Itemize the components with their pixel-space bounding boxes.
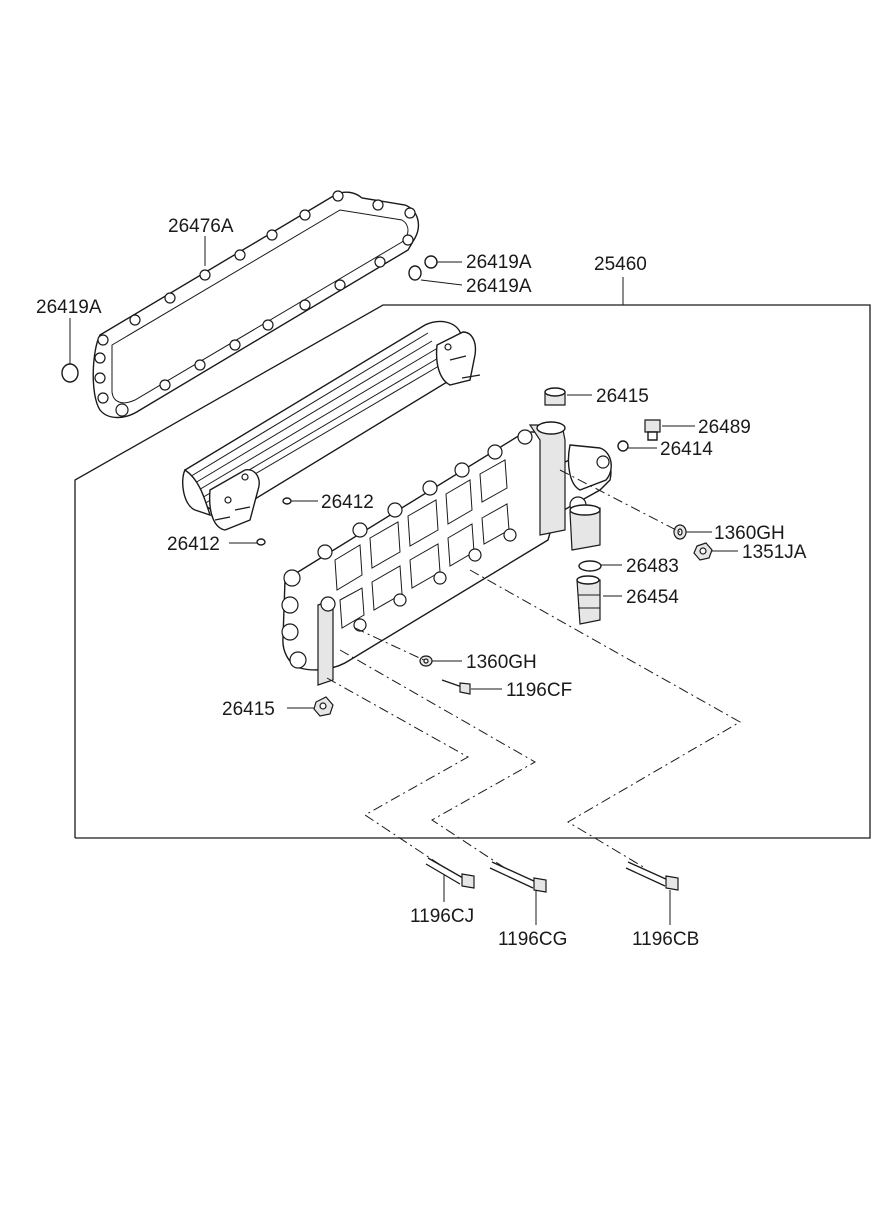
bolt-cg[interactable] xyxy=(489,861,547,893)
plug-bottom[interactable] xyxy=(313,696,334,717)
sleeve-upper[interactable] xyxy=(569,504,601,551)
label-oring-sleeve[interactable]: 26483 xyxy=(626,556,679,577)
label-oring-top-2[interactable]: 26419A xyxy=(466,276,532,297)
oring-fitting[interactable] xyxy=(617,440,629,452)
oring-sleeve[interactable] xyxy=(578,560,602,572)
assembly-frame xyxy=(74,277,871,839)
oring-top-1[interactable] xyxy=(424,255,438,269)
fitting[interactable] xyxy=(644,419,661,441)
label-plug-top[interactable]: 26415 xyxy=(596,386,649,407)
label-nut-right[interactable]: 1351JA xyxy=(742,542,807,563)
nut-right[interactable] xyxy=(693,542,713,561)
gasket[interactable] xyxy=(92,190,420,419)
label-plug-bottom[interactable]: 26415 xyxy=(222,699,275,720)
plug-top[interactable] xyxy=(544,387,566,406)
label-washer-center[interactable]: 1360GH xyxy=(466,652,537,673)
label-bolt-cb[interactable]: 1196CB xyxy=(632,929,699,950)
label-sleeve[interactable]: 26454 xyxy=(626,587,679,608)
oring-cooler-2[interactable] xyxy=(256,538,266,546)
label-oring-cooler-2[interactable]: 26412 xyxy=(167,534,220,555)
assembly-leader-lines xyxy=(326,469,742,871)
label-bolt-cf[interactable]: 1196CF xyxy=(506,680,572,701)
bolt-cb[interactable] xyxy=(625,861,679,891)
label-bolt-cj[interactable]: 1196CJ xyxy=(410,906,474,927)
oring-top-2[interactable] xyxy=(408,265,422,281)
label-oring-left[interactable]: 26419A xyxy=(36,297,102,318)
label-oring-cooler-1[interactable]: 26412 xyxy=(321,492,374,513)
bolt-cf[interactable] xyxy=(441,679,471,695)
label-oring-fitting[interactable]: 26414 xyxy=(660,439,713,460)
housing-windows xyxy=(334,459,510,629)
label-gasket[interactable]: 26476A xyxy=(168,216,234,237)
label-bolt-cg[interactable]: 1196CG xyxy=(498,929,567,950)
label-oring-top-1[interactable]: 26419A xyxy=(466,252,532,273)
label-washer-right[interactable]: 1360GH xyxy=(714,523,785,544)
cooler-core[interactable] xyxy=(182,320,481,531)
label-fitting[interactable]: 26489 xyxy=(698,417,751,438)
oring-cooler-1[interactable] xyxy=(282,497,292,505)
label-assembly[interactable]: 25460 xyxy=(594,254,647,275)
oring-left[interactable] xyxy=(61,363,79,383)
housing-bolt-bosses xyxy=(281,429,533,669)
bolt-cj[interactable] xyxy=(425,857,475,889)
sleeve[interactable] xyxy=(576,575,601,625)
washer-center[interactable] xyxy=(419,655,433,667)
gasket-bolt-holes xyxy=(94,190,416,417)
housing-body[interactable] xyxy=(281,421,612,686)
part-labels: 26476A 26419A 26419A 26419A 25460 26415 … xyxy=(36,216,807,950)
